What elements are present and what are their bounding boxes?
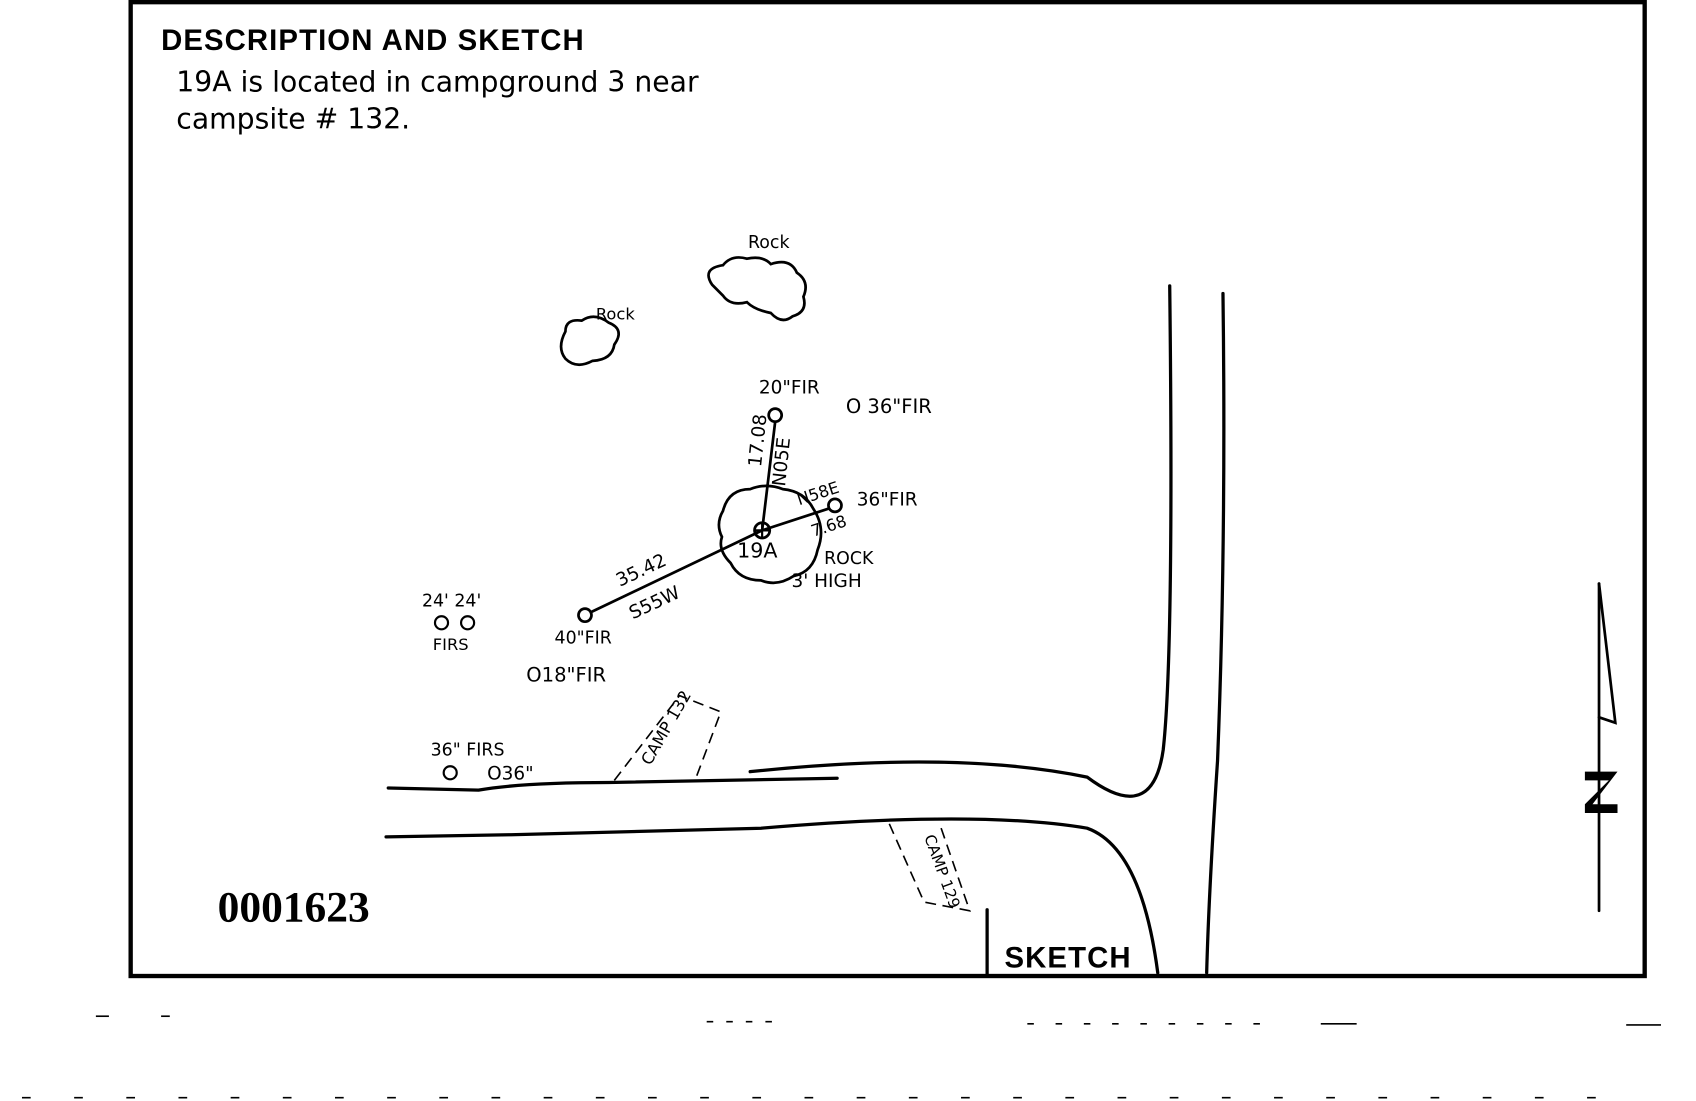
fir-40-symbol	[577, 607, 593, 624]
fir-24a-symbol	[433, 615, 450, 631]
fir-36-ne-label: O 36"FIR	[846, 395, 932, 418]
north-arrow-icon	[1584, 582, 1618, 913]
rock-top-label: Rock	[748, 233, 790, 253]
firs-24-label: 24' 24'	[422, 591, 481, 611]
road-edge-upper	[386, 284, 1173, 798]
description-line-2: campsite # 132.	[176, 102, 410, 135]
tie-line-north	[760, 420, 777, 532]
bearing-north: N05E	[769, 437, 795, 488]
fir-36-east-symbol	[827, 497, 843, 514]
document-number: 0001623	[218, 884, 370, 932]
firs-36-label: 36" FIRS	[431, 740, 505, 760]
rock-top-shape	[707, 256, 807, 322]
rock-height-label: 3' HIGH	[791, 571, 861, 592]
fir-24b-symbol	[459, 615, 476, 631]
fir-36-symbol	[442, 765, 458, 781]
rock-left-shape	[559, 315, 621, 367]
fir-36-east-label: 36"FIR	[857, 489, 918, 510]
camp-132-boundary	[613, 694, 722, 781]
scan-artifacts	[21, 1015, 1661, 1099]
camp-132-label: CAMP 132	[637, 687, 695, 768]
bearing-northeast: N58E	[794, 478, 841, 509]
camp-129-boundary	[888, 823, 971, 912]
sheet-border	[128, 0, 1647, 979]
fir-20-symbol	[767, 407, 784, 424]
fir-20-label: 20"FIR	[759, 377, 820, 398]
description-line-1: 19A is located in campground 3 near	[176, 65, 699, 98]
firs-word-label: FIRS	[433, 635, 469, 654]
tie-line-northeast	[760, 507, 830, 532]
distance-southwest: 35.42	[613, 550, 670, 591]
sketch-label: SKETCH	[1005, 941, 1132, 974]
fir-36b-label: O36"	[487, 763, 534, 784]
fir-40-label: 40"FIR	[555, 628, 612, 648]
road-edge-right	[1205, 291, 1226, 975]
road-edge-lower	[384, 817, 1160, 975]
rock-main-label: ROCK	[824, 549, 874, 569]
section-title: DESCRIPTION AND SKETCH	[161, 24, 585, 57]
fir-18-label: O18"FIR	[526, 663, 606, 686]
tie-line-southwest	[590, 529, 764, 614]
camp-129-label: CAMP 129	[920, 832, 963, 911]
bearing-southwest: S55W	[626, 582, 683, 624]
rock-left-label: Rock	[596, 305, 636, 324]
distance-northeast: 7.68	[809, 511, 849, 540]
distance-north: 17.08	[745, 413, 771, 468]
station-label: 19A	[737, 539, 777, 563]
